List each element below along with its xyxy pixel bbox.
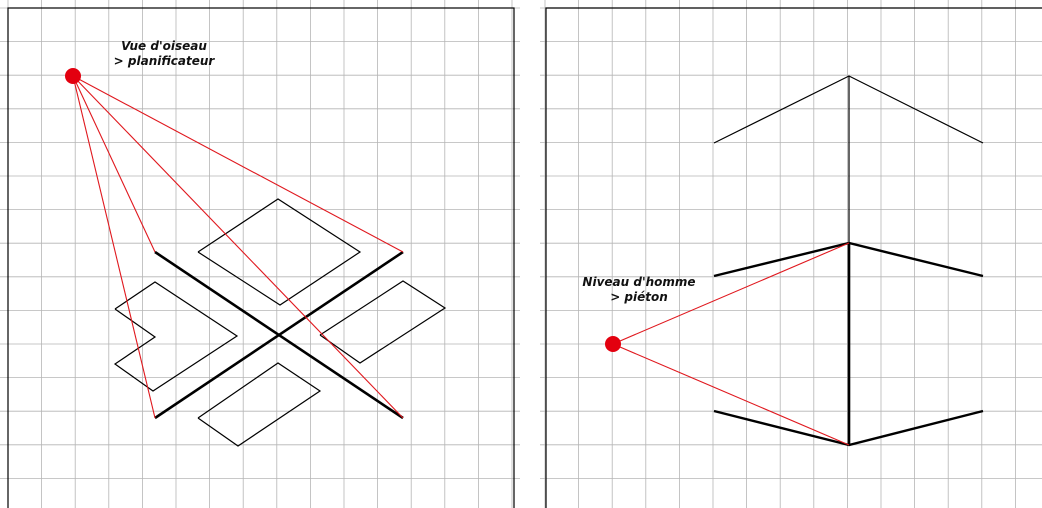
sightline-left-1 <box>72 75 156 253</box>
pedestrian-label-line1: Niveau d'homme <box>582 275 696 289</box>
street-diagonal-up <box>154 250 404 420</box>
viewpoint-bird-eye <box>65 68 81 84</box>
block-bottom <box>197 362 322 447</box>
bird-eye-label: Vue d'oiseau > planificateur <box>104 39 224 69</box>
frame-right <box>545 7 1042 508</box>
sightline-left-4 <box>72 75 404 419</box>
pedestrian-label: Niveau d'homme > piéton <box>574 275 704 305</box>
sightline-right-top <box>612 242 850 345</box>
sightline-right-bottom <box>612 343 850 446</box>
block-right <box>319 280 447 364</box>
sightline-left-2 <box>72 75 404 253</box>
block-top <box>197 198 362 306</box>
grid-right <box>540 0 1042 508</box>
viewpoint-pedestrian <box>605 336 621 352</box>
bird-eye-diagram <box>0 0 520 508</box>
pedestrian-label-line2: > piéton <box>610 290 668 304</box>
pedestrian-view-panel <box>540 0 1042 508</box>
frame-left <box>7 7 515 508</box>
pedestrian-diagram <box>540 0 1042 508</box>
bird-eye-label-line1: Vue d'oiseau <box>121 39 207 53</box>
block-left <box>113 281 239 392</box>
sightline-left-3 <box>72 75 156 419</box>
grid-left <box>0 0 520 508</box>
bird-eye-view-panel <box>0 0 520 508</box>
bird-eye-label-line2: > planificateur <box>113 54 215 68</box>
